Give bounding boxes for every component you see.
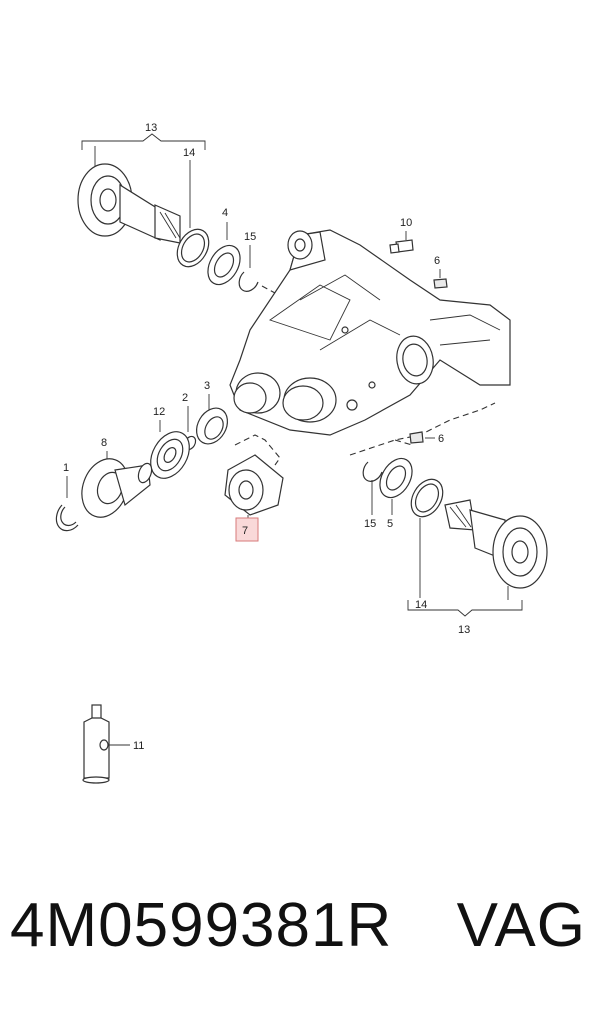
callout-4[interactable]: 4 — [222, 207, 228, 219]
bracket-13-top: 13 14 — [81, 122, 206, 228]
callout-2[interactable]: 2 — [182, 392, 188, 404]
callout-7-box — [235, 517, 259, 542]
seal-5: 5 — [379, 457, 413, 530]
sealant-tube-11: 11 — [82, 704, 144, 784]
bearing-3: 3 — [195, 380, 229, 445]
callout-14-top[interactable]: 14 — [183, 147, 195, 159]
bolt-6-bottom: 6 — [409, 431, 444, 445]
carrier-7: 7 — [224, 454, 284, 542]
callout-13-top[interactable]: 13 — [145, 122, 157, 134]
seal-4: 4 — [207, 207, 241, 286]
circlip-15-lower: 15 — [362, 461, 383, 530]
callout-6-bottom[interactable]: 6 — [438, 433, 444, 445]
ring-14-lower — [410, 478, 444, 598]
circlip-15-upper: 15 — [238, 231, 259, 292]
ring-gear-12: 12 — [150, 406, 190, 479]
callout-7[interactable]: 7 — [242, 525, 248, 537]
ring-14-upper — [176, 228, 210, 268]
callout-3[interactable]: 3 — [204, 380, 210, 392]
differential-housing — [229, 229, 511, 436]
brand-label: VAG — [456, 891, 586, 960]
callout-6-top[interactable]: 6 — [434, 255, 440, 267]
bolt-6-top: 6 — [433, 255, 448, 289]
callout-15-top[interactable]: 15 — [244, 231, 256, 243]
drive-flange-lower — [444, 499, 548, 600]
bolt-10: 10 — [389, 217, 414, 254]
flange-8: 8 — [81, 437, 153, 518]
callout-11[interactable]: 11 — [133, 740, 144, 752]
bracket-13-bottom: 14 13 — [407, 599, 523, 636]
callout-14-bottom[interactable]: 14 — [415, 599, 427, 611]
callout-15-bottom[interactable]: 15 — [364, 518, 376, 530]
callout-8[interactable]: 8 — [101, 437, 107, 449]
callout-12[interactable]: 12 — [153, 406, 165, 418]
part-number: 4M0599381R — [10, 891, 393, 960]
callout-13-bottom[interactable]: 13 — [458, 624, 470, 636]
footer-row: 4M0599381R VAG — [0, 890, 600, 980]
callout-10[interactable]: 10 — [400, 217, 412, 229]
callout-1[interactable]: 1 — [63, 462, 69, 474]
callout-5[interactable]: 5 — [387, 518, 393, 530]
drive-flange-upper — [77, 163, 181, 244]
circlip-1: 1 — [55, 462, 79, 532]
